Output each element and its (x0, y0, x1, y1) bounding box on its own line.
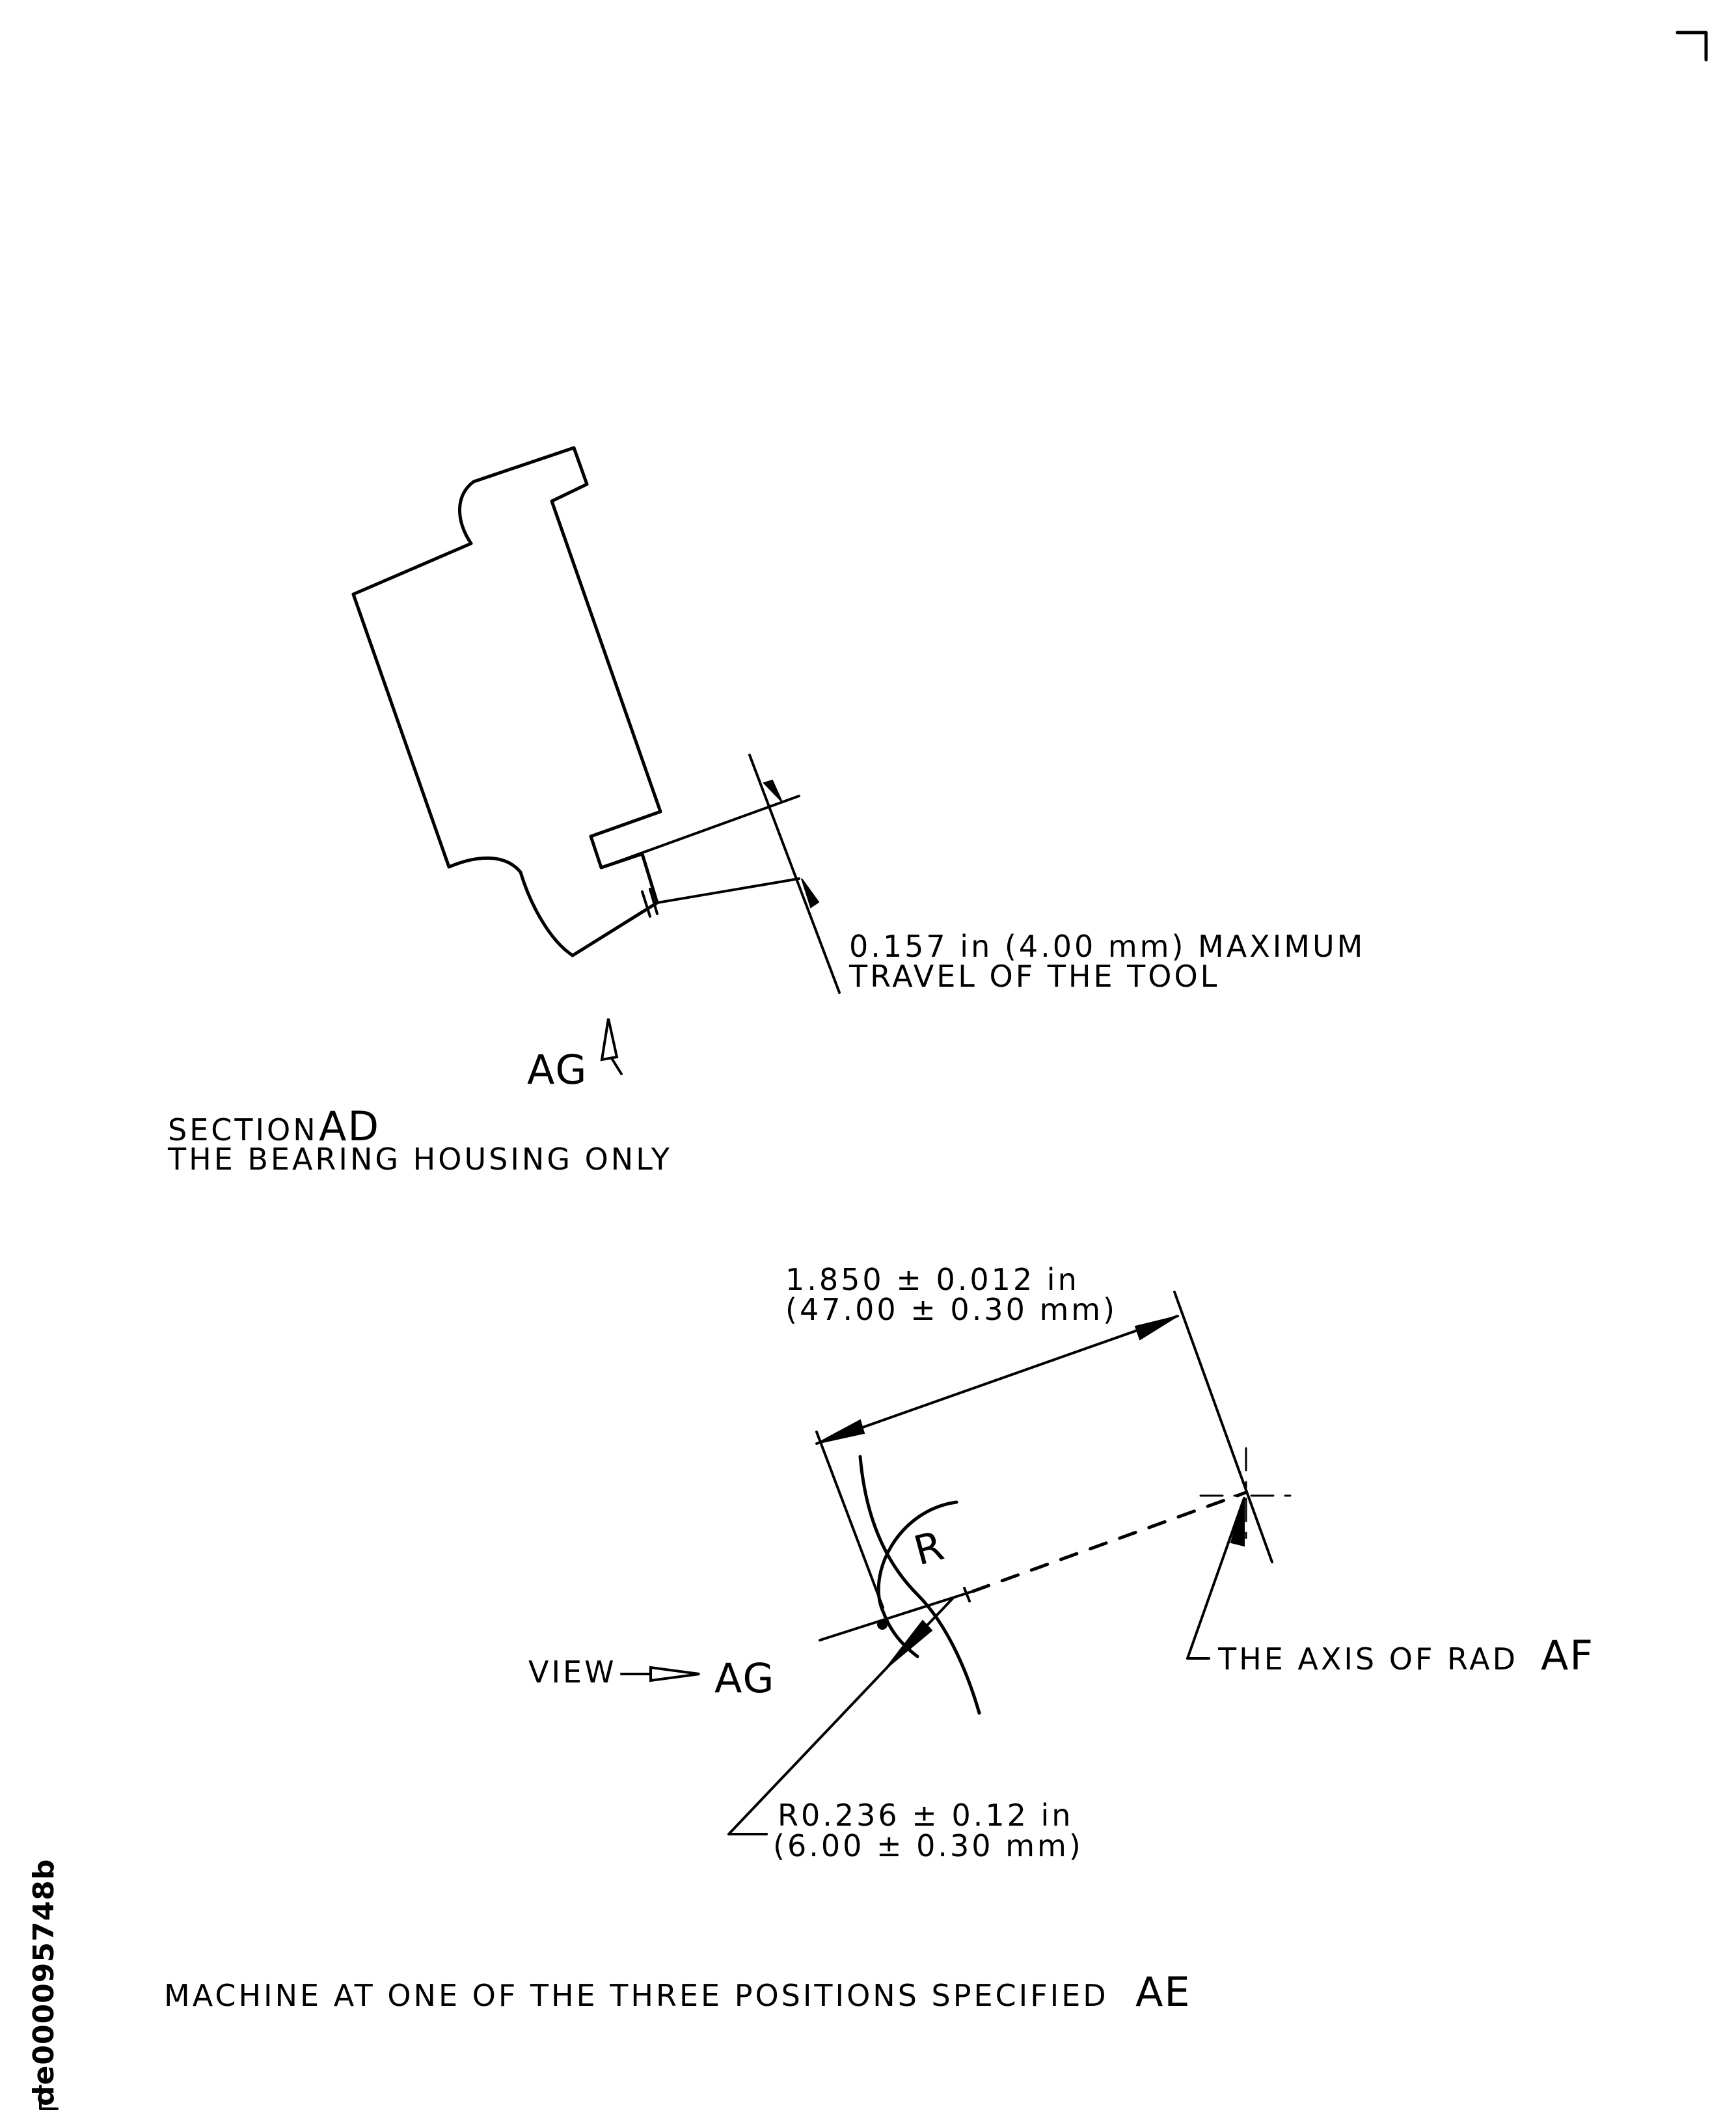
view-direction-head (649, 1666, 700, 1682)
housing-outline (351, 446, 662, 957)
view-arrow-label: AG (527, 1046, 588, 1093)
view-label-prefix: VIEW (528, 1654, 617, 1690)
extension-line-left (815, 1431, 884, 1609)
view-arrow-shaft (610, 1057, 623, 1075)
distance-arrow-left (816, 1419, 865, 1444)
view-label-ref: AG (714, 1654, 775, 1702)
radius-arc (876, 1500, 958, 1658)
radius-leader-arrow (884, 1619, 933, 1670)
axis-note-text: THE AXIS OF RAD (1217, 1641, 1518, 1677)
travel-note-line1: 0.157 in (4.00 mm) MAXIMUM (849, 929, 1365, 964)
view-arrow-head (600, 1018, 619, 1062)
travel-arrow-bottom (801, 878, 820, 909)
distance-dim-line2: (47.00 ± 0.30 mm) (785, 1292, 1117, 1327)
axis-leader-arrow (1230, 1496, 1245, 1547)
section-subtitle: THE BEARING HOUSING ONLY (167, 1142, 672, 1177)
axis-leader (1186, 1497, 1245, 1660)
radius-dimension (727, 1597, 955, 1835)
housing-face-line (656, 877, 800, 904)
travel-note-line2: TRAVEL OF THE TOOL (848, 959, 1219, 994)
axis-marker (1186, 1447, 1296, 1660)
view-arrow-ag (600, 1018, 623, 1075)
slot-rib-2 (649, 888, 658, 915)
radius-geometry: R (819, 1455, 1248, 1715)
radius-dim-line1: R0.236 ± 0.12 in (778, 1798, 1073, 1833)
tool-travel-dimension (748, 754, 841, 994)
distance-dimension-line (815, 1315, 1179, 1445)
radius-tick (963, 1587, 971, 1602)
sheet-corner-mark (1675, 31, 1708, 62)
travel-arrow-top (763, 779, 783, 803)
distance-arrow-right (1134, 1315, 1178, 1341)
tool-slot-line (600, 795, 800, 869)
slot-rib-1 (641, 890, 651, 918)
distance-dimension (815, 1291, 1273, 1609)
drawing-id: de000095748b (27, 1859, 61, 2106)
radius-center-line (971, 1490, 1248, 1593)
drawing-id-mark (39, 2085, 59, 2110)
radius-marker: R (909, 1521, 949, 1574)
radius-baseline (819, 1590, 974, 1641)
bearing-housing-section (351, 446, 800, 957)
axis-note-ref: AF (1541, 1632, 1594, 1679)
section-title: SECTION (168, 1112, 318, 1147)
view-direction-arrow (620, 1666, 700, 1682)
machine-note-ref: AE (1135, 1968, 1191, 2016)
section-ref: AD (319, 1103, 380, 1150)
radius-dim-line2: (6.00 ± 0.30 mm) (773, 1828, 1083, 1863)
tangent-point (877, 1619, 888, 1630)
profile-curve (858, 1455, 981, 1715)
machine-note-text: MACHINE AT ONE OF THE THREE POSITIONS SP… (164, 1978, 1109, 2013)
extension-line-right (1173, 1291, 1273, 1563)
travel-dimension-line (748, 754, 841, 994)
distance-dim-line1: 1.850 ± 0.012 in (785, 1262, 1079, 1297)
